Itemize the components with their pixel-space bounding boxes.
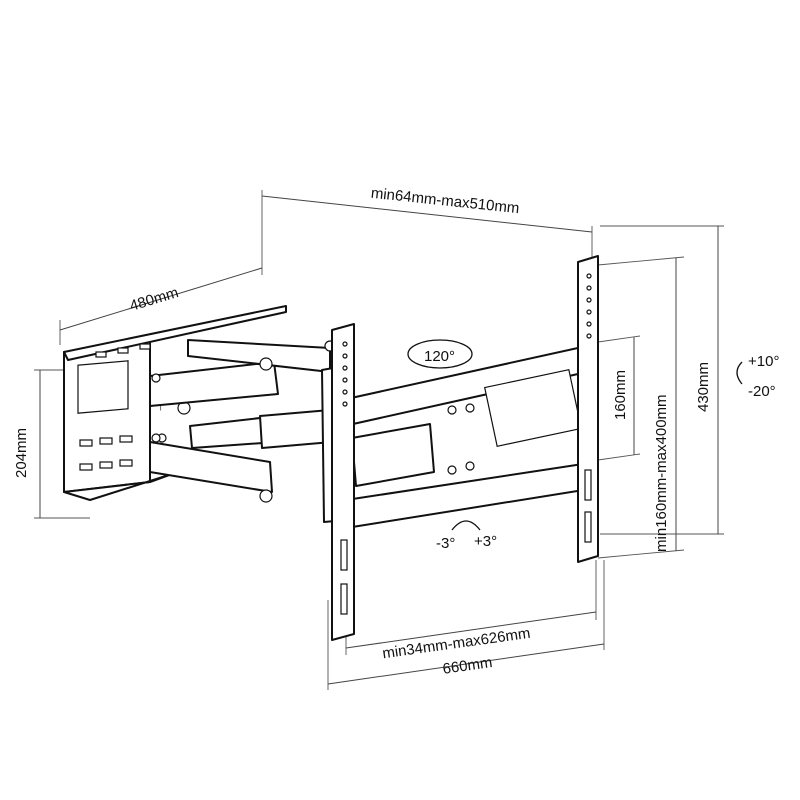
rotate-left-label: -3° (436, 535, 455, 552)
swivel-label: 120° (424, 348, 455, 365)
top-width-label: min64mm-max510mm (370, 185, 520, 218)
tilt-up-label: +10° (748, 353, 779, 370)
tv-bracket (331, 255, 599, 641)
total-height-label: 430mm (695, 362, 712, 412)
vesa-height-label: min160mm-max400mm (653, 394, 670, 552)
depth-label: 480mm (128, 284, 181, 315)
wall-height-label: 204mm (13, 428, 30, 478)
total-width-label: 660mm (442, 654, 494, 678)
min-max-width-label: min34mm-max626mm (381, 625, 531, 663)
inner-height-label: 160mm (612, 370, 629, 420)
rotation-arcs (407, 339, 743, 531)
rotate-right-label: +3° (474, 533, 497, 550)
tilt-down-label: -20° (748, 383, 776, 400)
wall-plate: ↑ (63, 305, 287, 501)
articulating-arms (149, 339, 347, 523)
dimension-lines (34, 190, 724, 690)
